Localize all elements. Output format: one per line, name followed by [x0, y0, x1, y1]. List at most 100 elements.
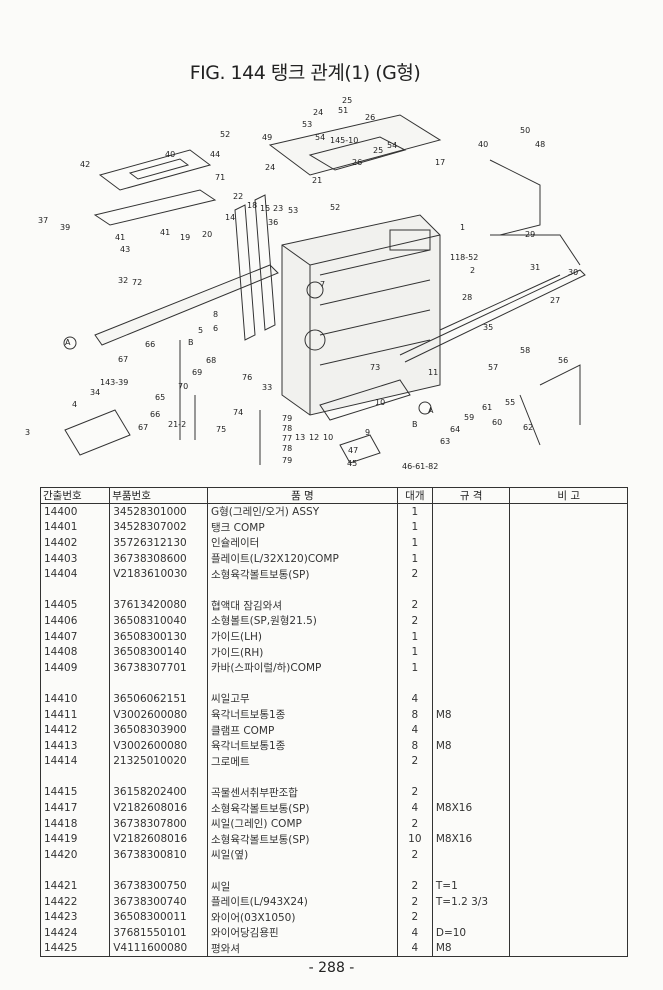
column-header: 대개 — [396, 487, 433, 504]
ref-number — [39, 769, 111, 785]
ref-number: 14405 — [39, 597, 111, 614]
ref-number: 14408 — [39, 644, 111, 660]
quantity: 1 — [396, 550, 433, 567]
callout-label: 43 — [120, 245, 130, 254]
part-name — [207, 581, 398, 598]
callout-label: 50 — [520, 126, 530, 135]
callout-label: 27 — [550, 296, 560, 305]
callout-label: 68 — [206, 356, 216, 365]
remarks — [509, 644, 628, 660]
callout-label: 57 — [488, 363, 498, 372]
specification — [431, 722, 511, 738]
remarks — [509, 722, 628, 738]
part-number: V3002600080 — [109, 706, 209, 723]
callout-label: 28 — [462, 293, 472, 302]
part-name: 와이어(03X1050) — [207, 909, 398, 926]
specification — [431, 784, 511, 801]
ref-number: 14421 — [39, 878, 111, 894]
callout-label: 53 — [288, 206, 298, 215]
ref-number — [39, 581, 111, 598]
callout-label: 76 — [242, 373, 252, 382]
callout-label: 67 — [138, 423, 148, 432]
remarks — [509, 675, 628, 692]
part-name: 소형볼트(SP,원형21.5) — [207, 613, 398, 629]
specification — [431, 769, 511, 785]
ref-number: 14400 — [39, 503, 111, 520]
callout-label: B — [188, 338, 194, 347]
specification: M8 — [431, 706, 511, 723]
remarks — [509, 940, 628, 958]
quantity: 4 — [396, 940, 433, 958]
part-number: 36158202400 — [109, 784, 209, 801]
remarks — [509, 613, 628, 629]
column-header: 비 고 — [509, 487, 628, 504]
part-number: 34528307002 — [109, 519, 209, 536]
quantity: 10 — [396, 831, 433, 848]
callout-label: 10 — [375, 398, 385, 407]
remarks — [509, 800, 628, 816]
callout-label: 17 — [435, 158, 445, 167]
callout-label: 8 — [213, 310, 218, 319]
remarks — [509, 815, 628, 832]
callout-label: 37 — [38, 216, 48, 225]
ref-number — [39, 675, 111, 692]
callout-label: 2 — [470, 266, 475, 275]
specification: M8X16 — [431, 831, 511, 848]
quantity — [396, 675, 433, 692]
part-number: V2182608016 — [109, 800, 209, 816]
remarks — [509, 628, 628, 645]
callout-label: 31 — [530, 263, 540, 272]
quantity: 4 — [396, 691, 433, 707]
part-number: 36508300140 — [109, 644, 209, 660]
ref-number: 14412 — [39, 722, 111, 738]
callout-label: 6 — [213, 324, 218, 333]
remarks — [509, 878, 628, 894]
callout-label: 11 — [428, 368, 438, 377]
callout-label: 40 — [165, 150, 175, 159]
callout-label: B — [412, 420, 418, 429]
part-number: V4111600080 — [109, 940, 209, 958]
quantity: 2 — [396, 909, 433, 926]
specification — [431, 503, 511, 520]
callout-label: 59 — [464, 413, 474, 422]
callout-label: 69 — [192, 368, 202, 377]
callout-label: 30 — [568, 268, 578, 277]
callout-label: 53 — [302, 120, 312, 129]
ref-number: 14423 — [39, 909, 111, 926]
callout-label: 66 — [150, 410, 160, 419]
specification — [431, 909, 511, 926]
callout-label: 25 — [342, 96, 352, 105]
ref-number: 14415 — [39, 784, 111, 801]
callout-label: 79 — [282, 414, 292, 423]
remarks — [509, 519, 628, 536]
part-number: 36508300130 — [109, 628, 209, 645]
column-header: 간출번호 — [39, 487, 111, 504]
column-header: 부품번호 — [109, 487, 209, 504]
callout-label: 4 — [72, 400, 77, 409]
callout-label: 67 — [118, 355, 128, 364]
spacer-row — [39, 769, 628, 785]
quantity: 1 — [396, 628, 433, 645]
part-number: 34528301000 — [109, 503, 209, 520]
part-number: 36508303900 — [109, 722, 209, 738]
part-name: 와이어당김용핀 — [207, 925, 398, 941]
callout-label: 5 — [198, 326, 203, 335]
callout-label: 7 — [320, 280, 325, 289]
callout-label: 58 — [520, 346, 530, 355]
part-number: 37681550101 — [109, 925, 209, 941]
callout-label: 15 — [260, 204, 270, 213]
part-name: 씨일 — [207, 878, 398, 894]
